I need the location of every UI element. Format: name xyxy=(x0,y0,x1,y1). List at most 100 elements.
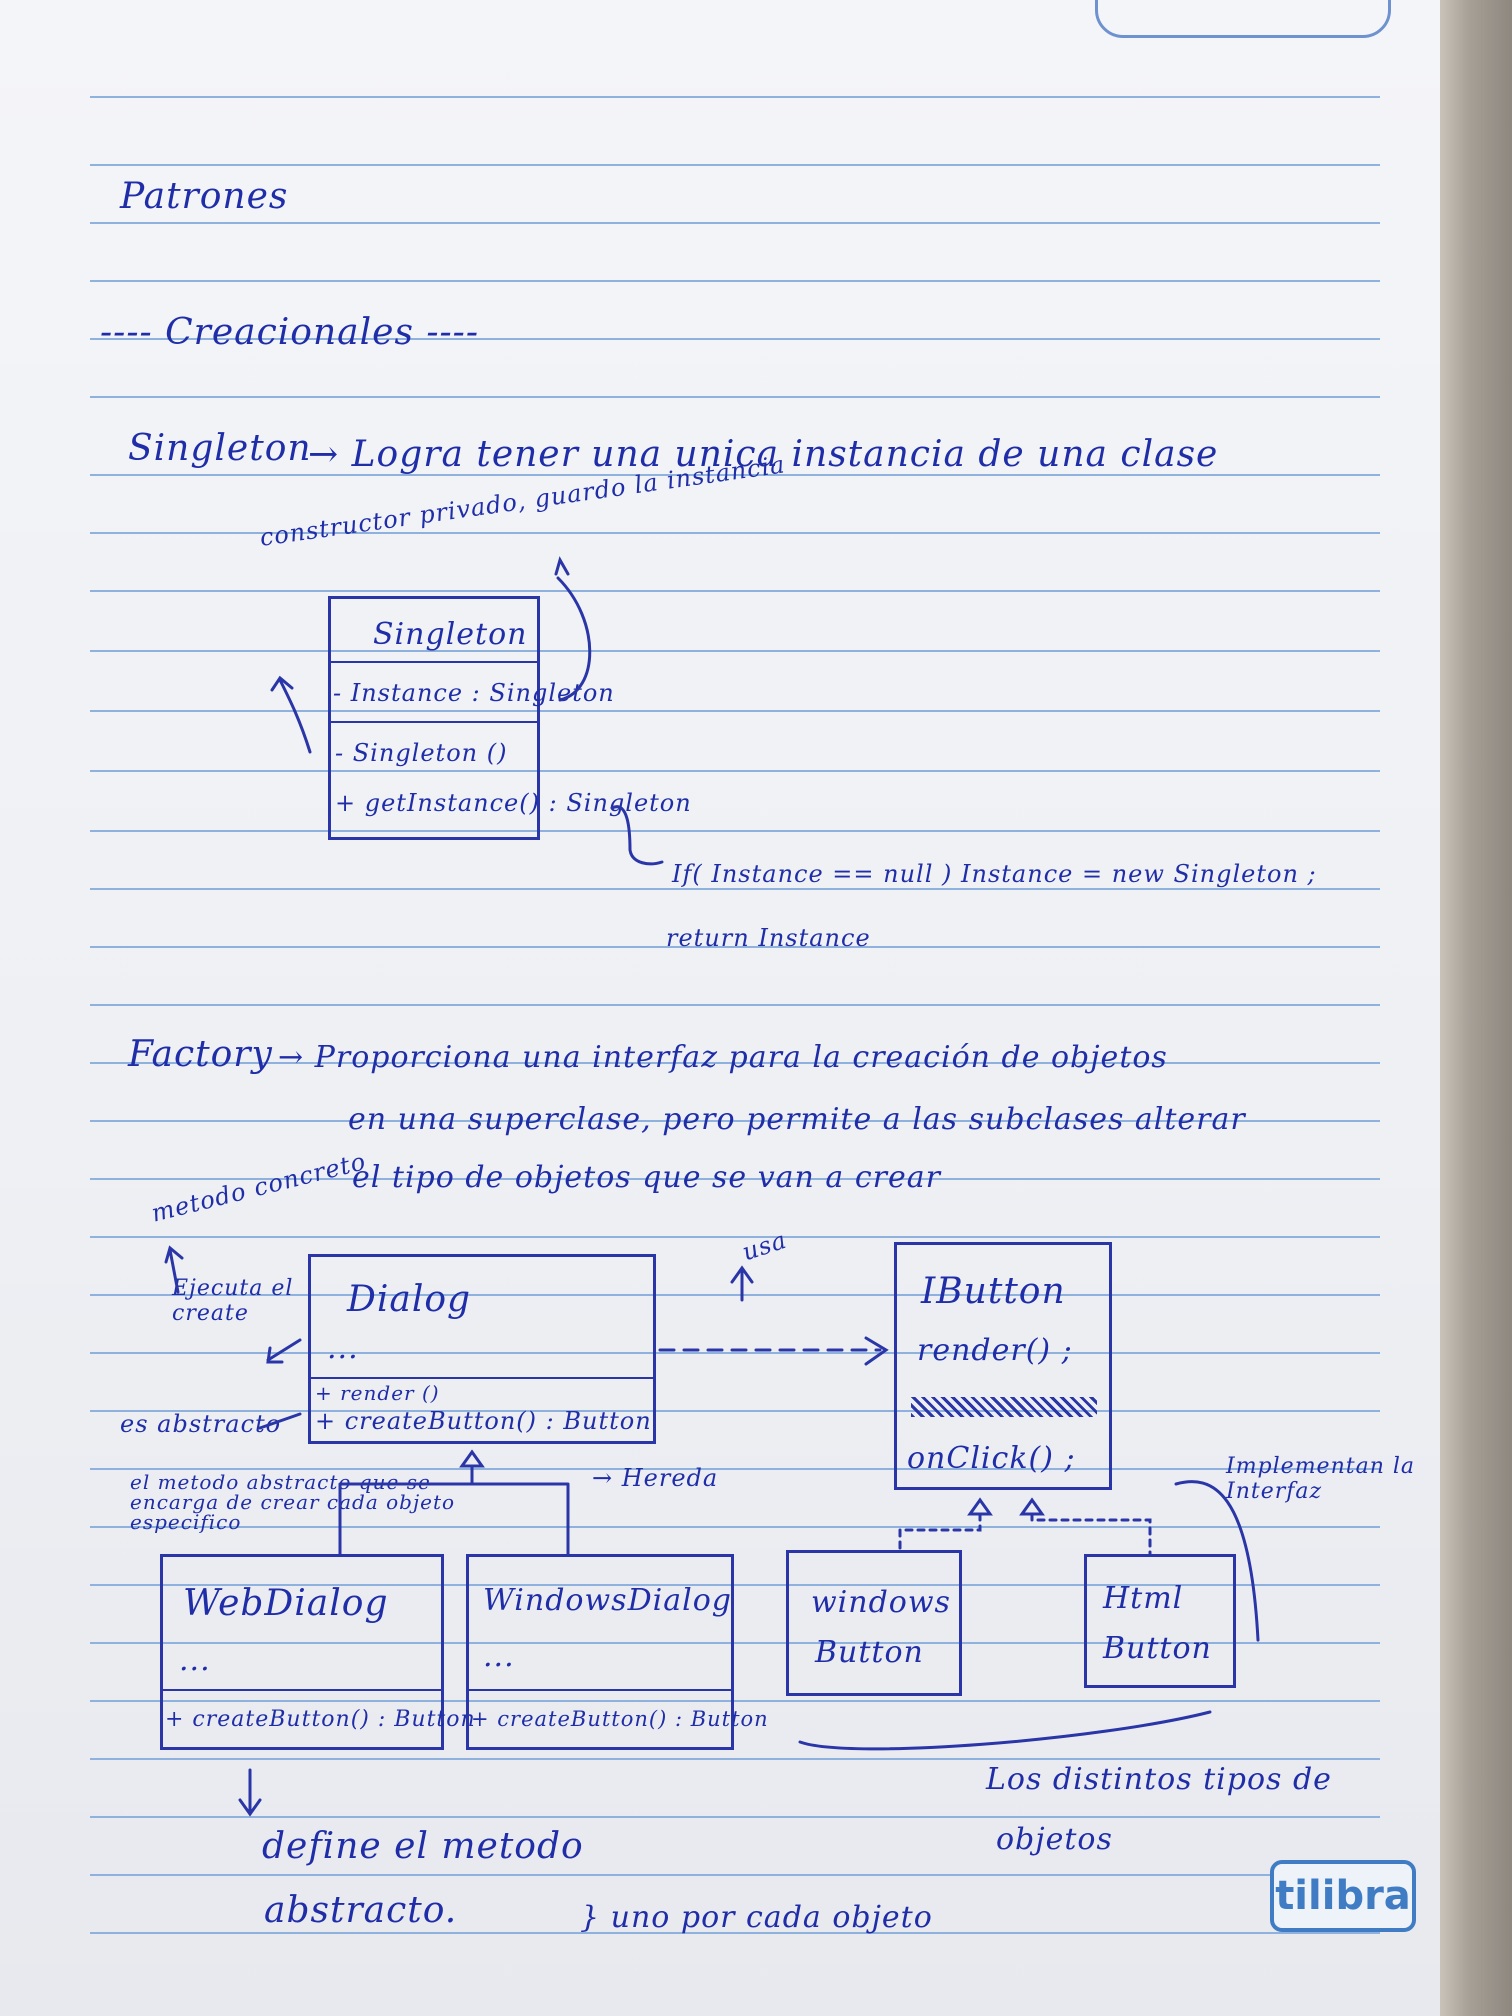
dialog-attributes: ... xyxy=(327,1331,359,1366)
singleton-attribute: - Instance : Singleton xyxy=(333,679,615,707)
ruled-line xyxy=(90,1526,1380,1528)
note-distintos-tipos-line-2: objetos xyxy=(996,1822,1113,1857)
note-uno-por-cada-objeto: } uno por cada objeto xyxy=(580,1900,933,1935)
metodo-concreto-arrow xyxy=(164,1245,184,1294)
ruled-line xyxy=(90,532,1380,534)
ruled-line xyxy=(90,1874,1380,1876)
ruled-line xyxy=(90,830,1380,832)
ruled-line xyxy=(90,1120,1380,1122)
notebook-binding-tab xyxy=(1095,0,1391,38)
webdialog-create-button-method: + createButton() : Button xyxy=(165,1707,476,1732)
note-ejecuta-create: Ejecuta el create xyxy=(172,1276,294,1326)
inheritance-lines xyxy=(338,1464,570,1556)
ruled-line xyxy=(90,1236,1380,1238)
windows-button-class-box: windows Button xyxy=(786,1550,962,1696)
webdialog-attributes: ... xyxy=(179,1643,211,1678)
ruled-line xyxy=(90,474,1380,476)
html-button-name-line-2: Button xyxy=(1103,1631,1212,1666)
class-divider xyxy=(331,721,537,723)
ruled-line xyxy=(90,280,1380,282)
webdialog-class-name: WebDialog xyxy=(183,1583,389,1624)
ruled-line xyxy=(90,1584,1380,1586)
singleton-arrow-head xyxy=(554,556,570,576)
tilibra-logo-text: tilibra xyxy=(1275,1873,1411,1919)
factory-definition-line-3: el tipo de objetos que se van a crear xyxy=(352,1160,941,1195)
note-implementan-interfaz: Implementan la Interfaz xyxy=(1226,1454,1416,1504)
ruled-line xyxy=(90,1004,1380,1006)
ruled-line xyxy=(90,164,1380,166)
dialog-class-name: Dialog xyxy=(347,1279,472,1320)
note-metodo-abstracto: el metodo abstracto que se encarga de cr… xyxy=(130,1470,456,1534)
singleton-code-line-1: If( Instance == null ) Instance = new Si… xyxy=(672,860,1317,888)
factory-definition-line-2: en una superclase, pero permite a las su… xyxy=(348,1102,1246,1137)
distintos-tipos-brace xyxy=(798,1710,1212,1751)
windowsdialog-create-button-method: + createButton() : Button xyxy=(471,1707,769,1731)
class-divider xyxy=(163,1689,441,1691)
ibutton-render-method: render() ; xyxy=(917,1333,1073,1368)
page-title: Patrones xyxy=(120,176,289,217)
singleton-class-name: Singleton xyxy=(373,617,528,652)
header-rule xyxy=(90,96,1380,98)
notebook-edge-shadow xyxy=(1440,0,1512,2016)
ruled-line xyxy=(90,222,1380,224)
implementan-bracket xyxy=(1174,1480,1260,1642)
notebook-page: Patrones ---- Creacionales ---- Singleto… xyxy=(0,0,1470,2016)
note-abstracto: abstracto. xyxy=(264,1890,458,1931)
note-hereda: → Hereda xyxy=(592,1464,719,1492)
dialog-create-button-method: + createButton() : Button xyxy=(315,1407,652,1435)
ruled-line xyxy=(90,1062,1380,1064)
getinstance-code-arrow xyxy=(610,805,664,866)
ruled-line xyxy=(90,1178,1380,1180)
ruled-line xyxy=(90,946,1380,948)
ruled-line xyxy=(90,1758,1380,1760)
dependency-arrow-head xyxy=(864,1336,889,1366)
ibutton-name: IButton xyxy=(921,1271,1066,1312)
windowsdialog-class-name: WindowsDialog xyxy=(483,1583,732,1618)
factory-definition-line-1: → Proporciona una interfaz para la creac… xyxy=(278,1040,1168,1075)
tilibra-logo: tilibra xyxy=(1270,1860,1416,1932)
singleton-method: + getInstance() : Singleton xyxy=(335,789,692,817)
note-distintos-tipos-line-1: Los distintos tipos de xyxy=(986,1762,1332,1797)
ruled-line xyxy=(90,1410,1380,1412)
implements-lines xyxy=(898,1512,1152,1556)
factory-term: Factory xyxy=(128,1034,273,1075)
scribbled-out-text xyxy=(911,1397,1097,1417)
ruled-line xyxy=(90,888,1380,890)
usa-arrow xyxy=(730,1265,754,1302)
implements-triangle-right xyxy=(1019,1497,1045,1516)
ruled-line xyxy=(90,1932,1380,1934)
implements-triangle-left xyxy=(967,1497,993,1516)
windows-button-name-line-2: Button xyxy=(815,1635,924,1670)
ruled-line xyxy=(90,1294,1380,1296)
ibutton-onclick-method: onClick() ; xyxy=(907,1441,1076,1476)
ruled-line xyxy=(90,770,1380,772)
abstracto-arrow xyxy=(258,1412,302,1430)
dialog-class-box: Dialog ... + render () + createButton() … xyxy=(308,1254,656,1444)
ruled-line xyxy=(90,1352,1380,1354)
ruled-line xyxy=(90,396,1380,398)
class-divider xyxy=(311,1377,653,1379)
ejecuta-arrow xyxy=(266,1338,302,1364)
windows-button-name-line-1: windows xyxy=(811,1585,951,1620)
ruled-line xyxy=(90,590,1380,592)
note-es-abstracto: es abstracto xyxy=(120,1410,282,1438)
section-heading: ---- Creacionales ---- xyxy=(100,312,480,353)
webdialog-class-box: WebDialog ... + createButton() : Button xyxy=(160,1554,475,1750)
singleton-class-box: Singleton - Instance : Singleton - Singl… xyxy=(328,596,691,840)
html-button-class-box: Html Button xyxy=(1084,1554,1236,1688)
class-divider xyxy=(469,1689,731,1691)
ruled-line xyxy=(90,710,1380,712)
windowsdialog-attributes: ... xyxy=(483,1639,515,1674)
define-arrow xyxy=(238,1768,262,1817)
singleton-side-arrow xyxy=(270,675,312,754)
dialog-render-method: + render () xyxy=(315,1381,440,1405)
html-button-name-line-1: Html xyxy=(1103,1581,1184,1616)
ibutton-interface-box: IButton render() ; onClick() ; xyxy=(894,1242,1112,1490)
singleton-code-line-2: return Instance xyxy=(666,924,871,952)
inheritance-triangle xyxy=(459,1449,485,1468)
ruled-line xyxy=(90,1642,1380,1644)
ruled-line xyxy=(90,650,1380,652)
ruled-line xyxy=(90,338,1380,340)
ruled-line xyxy=(90,1816,1380,1818)
diagram-connectors xyxy=(164,556,1260,1817)
